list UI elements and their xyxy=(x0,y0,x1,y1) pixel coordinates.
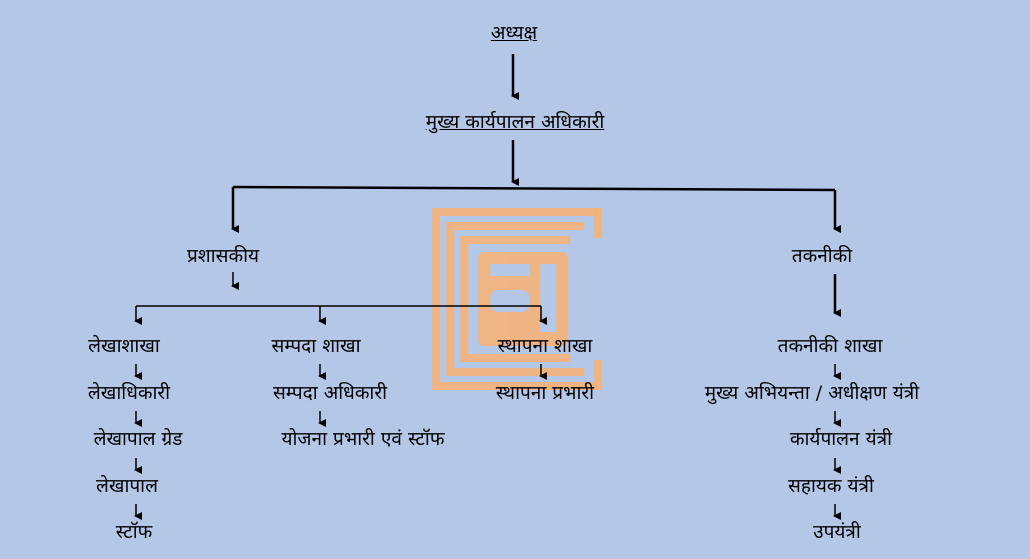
technical-branch-node: तकनीकी शाखा xyxy=(777,335,883,357)
plan-incharge-staff-node: योजना प्रभारी एवं स्टॉफ xyxy=(281,428,445,450)
sub-engineer-node: उपयंत्री xyxy=(813,521,861,543)
establishment-incharge-node: स्थापना प्रभारी xyxy=(495,382,595,404)
establishment-branch-node: स्थापना शाखा xyxy=(497,335,593,357)
chairman-node: अध्यक्ष xyxy=(490,22,538,44)
ceo-node: मुख्य कार्यपालन अधिकारी xyxy=(425,111,605,133)
executive-engineer-node: कार्यपालन यंत्री xyxy=(789,428,893,450)
accountant-grade-node: लेखापाल ग्रेड xyxy=(93,428,183,450)
admin-node: प्रशासकीय xyxy=(186,245,260,267)
estate-branch-node: सम्पदा शाखा xyxy=(271,335,361,357)
accountant-node: लेखापाल xyxy=(96,475,158,497)
chief-engineer-node: मुख्य अभियन्ता / अधीक्षण यंत्री xyxy=(704,382,920,404)
estate-officer-node: सम्पदा अधिकारी xyxy=(272,382,388,404)
technical-node: तकनीकी xyxy=(791,245,853,267)
assistant-engineer-node: सहायक यंत्री xyxy=(788,475,874,497)
accounts-staff-node: स्टॉफ xyxy=(115,521,153,543)
accounts-branch-node: लेखाशाखा xyxy=(88,335,160,357)
accounts-officer-node: लेखाधिकारी xyxy=(87,382,171,404)
